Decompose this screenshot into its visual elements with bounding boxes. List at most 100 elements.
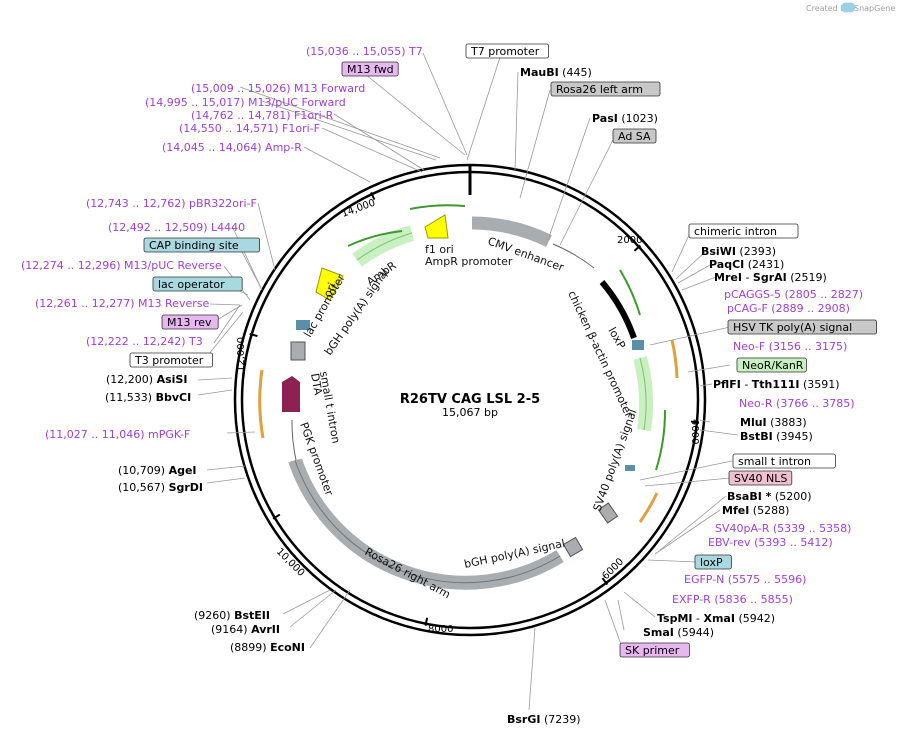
boxed-label-bg [129, 352, 213, 368]
sv40-block [597, 502, 619, 524]
primer-label-6: (12,743 .. 12,762) pBR322ori-F [86, 197, 257, 210]
boxed-label-text: loxP [700, 556, 723, 569]
boxed-label-text: SK primer [625, 644, 680, 657]
tick-label-12000: 12,000 [236, 337, 247, 372]
enzyme-label-12: BsrGI (7239) [507, 713, 581, 726]
boxed-label-text: SV40 NLS [734, 472, 787, 485]
tick-label-8000: 8000 [428, 624, 453, 635]
boxed-label-bg [732, 453, 836, 469]
leader-lines [197, 50, 739, 711]
enzyme-label-14: (9164) AvrII [211, 623, 280, 636]
boxed-label-bg [550, 81, 661, 97]
primer-label-14: Neo-F (3156 .. 3175) [733, 340, 847, 353]
feat-sv40-polya: SV40 poly(A) signal [591, 408, 640, 513]
snapgene-logo-icon [840, 2, 856, 13]
boxed-label-9: loxP [694, 554, 732, 570]
primer-label-18: EGFP-N (5575 .. 5596) [684, 573, 806, 586]
enzyme-label-3: PaqCI (2431) [709, 258, 784, 271]
boxed-label-7: small t intron [732, 453, 836, 469]
primer-label-16: SV40pA-R (5339 .. 5358) [715, 522, 851, 535]
enzyme-label-9: MfeI (5288) [722, 504, 789, 517]
pgk-promoter-outline [291, 419, 297, 461]
boxed-label-bg [727, 319, 878, 335]
tick-mark-12000 [249, 332, 258, 338]
plasmid-name: R26TV CAG LSL 2-5 [400, 392, 540, 407]
tick-mark-2000 [633, 244, 642, 252]
chicken-actin-promoter-arc [599, 280, 637, 340]
enzyme-label-16: (10,567) SgrDI [118, 481, 203, 494]
neor-kanr-outline [639, 357, 647, 431]
tick-mark-14000 [370, 191, 376, 201]
primer-label-4: (14,550 .. 14,571) F1ori-F [179, 122, 320, 135]
primer-label-10: (12,222 .. 12,242) T3 [86, 335, 203, 348]
f1-ori-arrow [424, 214, 449, 239]
boxed-label-bg [728, 470, 793, 486]
boxed-label-0: T7 promoter [465, 43, 549, 59]
primer-label-12: pCAGGS-5 (2805 .. 2827) [724, 288, 863, 301]
brand-text: SnapGene [854, 4, 895, 13]
enzyme-labels: MauBI (445)PasI (1023)BsiWI (2393)PaqCI … [105, 66, 840, 726]
boxed-label-text: Rosa26 left arm [556, 83, 643, 96]
boxed-label-text: T3 promoter [134, 354, 204, 367]
feat-dta: DTA [308, 372, 325, 396]
boxed-label-text: Ad SA [618, 130, 651, 143]
enzyme-label-5: PflFI - Tth111I (3591) [713, 378, 840, 391]
tick-mark-8000 [424, 617, 429, 626]
tick-label-2000: 2000 [617, 235, 642, 246]
primer-label-19: EXFP-R (5836 .. 5855) [672, 593, 793, 606]
boxed-label-text: HSV TK poly(A) signal [733, 321, 852, 334]
feat-ampr-promoter: AmpR promoter [425, 255, 513, 268]
feature-arcs [282, 214, 654, 590]
primer-label-17: EBV-rev (5393 .. 5412) [708, 536, 833, 549]
enzyme-label-17: (10,709) AgeI [118, 464, 197, 477]
enzyme-label-7: BstBI (3945) [740, 430, 813, 443]
boxed-label-10: SK primer [619, 642, 690, 658]
boxed-label-text: CAP binding site [149, 239, 239, 252]
boxed-label-8: SV40 NLS [728, 470, 793, 486]
plasmid-size: 15,067 bp [442, 406, 498, 419]
boxed-label-text: NeoR/KanR [742, 359, 804, 372]
boxed-label-4: chimeric intron [688, 223, 799, 239]
boxed-label-bg [694, 554, 732, 570]
enzyme-label-2: BsiWI (2393) [701, 245, 776, 258]
orange-primer-arc-2 [638, 492, 659, 523]
primer-label-9: (12,261 .. 12,277) M13 Reverse [35, 297, 209, 310]
enzyme-label-0: MauBI (445) [520, 66, 592, 79]
boxed-label-bg [736, 357, 807, 373]
primer-label-2: (14,995 .. 15,017) M13/pUC Forward [145, 96, 346, 109]
tick-mark-10000 [272, 513, 281, 520]
tick-marks [249, 164, 700, 626]
boxed-label-3: Ad SA [612, 128, 657, 144]
green-primer-arc-right [655, 409, 667, 471]
boxed-label-12: lac operator [152, 276, 243, 292]
dta-arrow [282, 376, 300, 412]
enzyme-label-4: MreI - SgrAI (2519) [714, 271, 827, 284]
rosa26-right-arm-outline [294, 459, 561, 584]
boxed-label-bg [619, 642, 690, 658]
enzyme-label-11: SmaI (5944) [643, 626, 714, 639]
green-primer-arc-top [409, 204, 466, 210]
green-primer-arc-neo [619, 269, 641, 316]
small-t-intron-block [290, 341, 306, 361]
feat-chicken-actin-promoter: chicken β-actin promoter [565, 289, 635, 420]
tick-label-4000: 4000 [689, 419, 700, 444]
primer-label-7: (12,492 .. 12,509) L4440 [108, 221, 245, 234]
feat-ori: ori [321, 281, 339, 299]
boxed-label-bg [143, 237, 260, 253]
boxed-label-text: small t intron [738, 455, 811, 468]
enzyme-label-15: (9260) BstEII [194, 609, 270, 622]
boxed-label-13: M13 rev [161, 314, 219, 330]
boxed-label-bg [341, 61, 399, 77]
boxed-label-text: T7 promoter [470, 45, 540, 58]
loxp-left-block [296, 320, 310, 330]
credit-text: Created by [806, 4, 850, 13]
primer-arcs [258, 204, 679, 523]
cmv-enhancer-outline [552, 243, 595, 269]
boxed-label-text: M13 fwd [347, 63, 394, 76]
primer-label-8: (12,274 .. 12,296) M13/pUC Reverse [21, 259, 222, 272]
loxp-right-block [632, 340, 644, 350]
primer-label-1: (15,009 .. 15,026) M13 Forward [191, 82, 365, 95]
boxed-label-2: Rosa26 left arm [550, 81, 661, 97]
